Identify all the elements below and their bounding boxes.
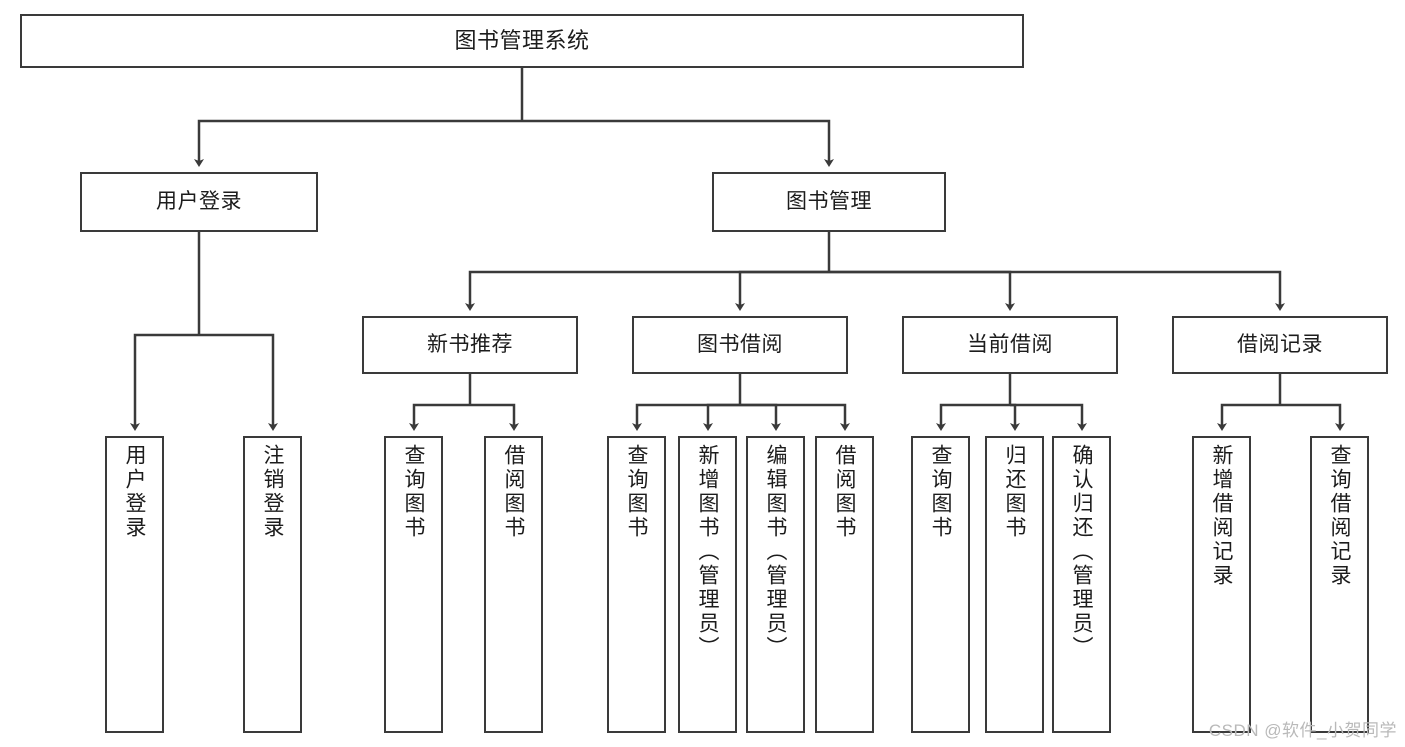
node-root[interactable]: 图书管理系统: [20, 14, 1024, 68]
edge-login-to-l-logout: [199, 333, 278, 431]
edge-current-to-l-cu-conf: [1010, 403, 1087, 431]
edge-borrow-to-l-br-add: [703, 403, 740, 431]
node-l-br-add[interactable]: 新增图书（管理员）: [678, 436, 737, 733]
node-label: 借阅图书: [502, 444, 525, 540]
node-label: 用户登录: [123, 444, 146, 540]
node-bookmgmt[interactable]: 图书管理: [712, 172, 946, 232]
node-label: 编辑图书（管理员）: [764, 444, 787, 660]
node-label: 确认归还（管理员）: [1070, 444, 1093, 660]
edge-root-to-bookmgmt: [522, 119, 834, 167]
node-label: 新增图书（管理员）: [696, 444, 719, 660]
node-l-login[interactable]: 用户登录: [105, 436, 164, 733]
node-l-rc-query[interactable]: 查询借阅记录: [1310, 436, 1369, 733]
node-borrow[interactable]: 图书借阅: [632, 316, 848, 374]
node-label: 查询图书: [402, 444, 425, 540]
edge-newbook-to-l-nb-borrow: [470, 403, 519, 431]
node-l-br-edit[interactable]: 编辑图书（管理员）: [746, 436, 805, 733]
node-l-nb-borrow[interactable]: 借阅图书: [484, 436, 543, 733]
node-current[interactable]: 当前借阅: [902, 316, 1118, 374]
csdn-watermark: CSDN @软件_小贺同学: [1208, 721, 1397, 740]
node-label: 图书管理系统: [454, 28, 590, 54]
edge-record-to-l-rc-query: [1280, 403, 1345, 431]
node-label: 查询图书: [625, 444, 648, 540]
edge-borrow-to-l-br-edit: [740, 403, 781, 431]
node-login[interactable]: 用户登录: [80, 172, 318, 232]
node-record[interactable]: 借阅记录: [1172, 316, 1388, 374]
edge-current-to-l-cu-query: [936, 403, 1010, 431]
node-label: 新增借阅记录: [1210, 444, 1233, 588]
node-label: 图书管理: [786, 189, 872, 213]
node-l-logout[interactable]: 注销登录: [243, 436, 302, 733]
edge-bookmgmt-to-record: [829, 270, 1285, 311]
node-label: 新书推荐: [427, 332, 513, 356]
node-label: 查询图书: [929, 444, 952, 540]
node-l-rc-add[interactable]: 新增借阅记录: [1192, 436, 1251, 733]
node-label: 借阅图书: [833, 444, 856, 540]
edge-bookmgmt-to-current: [829, 270, 1015, 311]
node-label: 当前借阅: [967, 332, 1053, 356]
node-l-cu-conf[interactable]: 确认归还（管理员）: [1052, 436, 1111, 733]
node-label: 注销登录: [261, 444, 284, 540]
edge-login-to-l-login: [130, 333, 199, 431]
edge-borrow-to-l-br-lend: [740, 403, 850, 431]
node-label: 用户登录: [156, 189, 242, 213]
node-label: 图书借阅: [697, 332, 783, 356]
node-l-br-lend[interactable]: 借阅图书: [815, 436, 874, 733]
node-l-cu-query[interactable]: 查询图书: [911, 436, 970, 733]
edge-borrow-to-l-br-query: [632, 403, 740, 431]
node-label: 查询借阅记录: [1328, 444, 1351, 588]
node-l-cu-return[interactable]: 归还图书: [985, 436, 1044, 733]
edge-current-to-l-cu-return: [1010, 403, 1020, 431]
node-label: 归还图书: [1003, 444, 1026, 540]
edge-root-to-login: [194, 119, 522, 167]
node-l-br-query[interactable]: 查询图书: [607, 436, 666, 733]
edge-record-to-l-rc-add: [1217, 403, 1280, 431]
node-newbook[interactable]: 新书推荐: [362, 316, 578, 374]
edge-bookmgmt-to-newbook: [465, 270, 829, 311]
edge-newbook-to-l-nb-query: [409, 403, 470, 431]
node-l-nb-query[interactable]: 查询图书: [384, 436, 443, 733]
edge-bookmgmt-to-borrow: [735, 270, 829, 311]
node-label: 借阅记录: [1237, 332, 1323, 356]
